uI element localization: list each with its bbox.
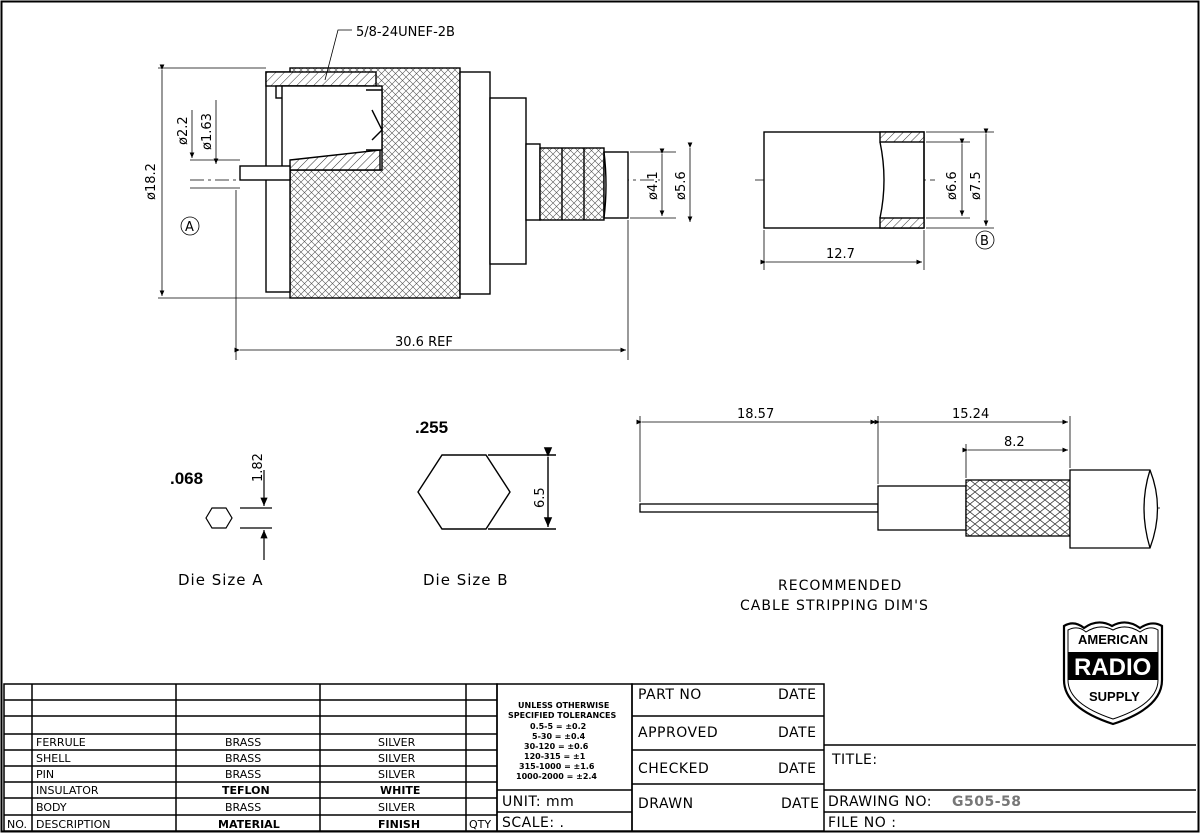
ferrule-dimensions: [760, 128, 995, 270]
strip-dim-3: 8.2: [1004, 435, 1025, 450]
drawing-info-block: TITLE: DRAWING NO: G505-58 FILE NO :: [828, 752, 1022, 831]
dim-d5-6: ø5.6: [674, 171, 689, 200]
die-a-dim: 1.82: [251, 453, 266, 482]
dim-d18-2: ø18.2: [144, 163, 159, 200]
tolerance-line: 1000-2000 = ±2.4: [516, 772, 597, 781]
bom-row-finish: SILVER: [378, 752, 416, 765]
strip-dim-2: 15.24: [952, 407, 989, 422]
logo-line-1: AMERICAN: [1078, 632, 1148, 647]
approved-label: APPROVED: [638, 725, 718, 741]
bom-table: FERRULE BRASS SILVER SHELL BRASS SILVER …: [7, 736, 491, 831]
bom-row-material: TEFLON: [222, 784, 270, 797]
bom-row-material: BRASS: [225, 752, 261, 765]
bom-row-desc: PIN: [36, 768, 54, 781]
bom-row-finish: SILVER: [378, 801, 416, 814]
die-b-value: .255: [415, 418, 448, 437]
die-a-hexagon: [205, 470, 272, 560]
checked-label: CHECKED: [638, 761, 709, 777]
bom-row-finish: WHITE: [380, 784, 420, 797]
bom-row-desc: SHELL: [36, 752, 71, 765]
unit-label: UNIT: mm: [502, 794, 574, 810]
dim-ferrule-length: 12.7: [826, 247, 855, 262]
stripping-caption-2: CABLE STRIPPING DIM'S: [740, 598, 929, 614]
ref-b-label: B: [980, 234, 989, 249]
bom-header-finish: FINISH: [378, 818, 420, 831]
tolerance-line: 30-120 = ±0.6: [524, 742, 589, 751]
date-label: DATE: [781, 796, 819, 812]
bom-row-material: BRASS: [225, 736, 261, 749]
stripping-dimensions: [636, 416, 1071, 502]
die-a-value: .068: [170, 469, 203, 488]
bom-row-material: BRASS: [225, 801, 261, 814]
ref-a-label: A: [185, 220, 194, 235]
bom-row-finish: SILVER: [378, 736, 416, 749]
dim-d4-1: ø4.1: [646, 171, 661, 200]
bom-row-material: BRASS: [225, 768, 261, 781]
drawing-no-label: DRAWING NO:: [828, 794, 932, 810]
dim-d2-2: ø2.2: [176, 116, 191, 145]
dim-d7-5: ø7.5: [969, 171, 984, 200]
thread-callout: 5/8-24UNEF-2B: [356, 25, 455, 40]
bom-row-desc: INSULATOR: [36, 784, 99, 797]
title-label: TITLE:: [831, 752, 878, 768]
bom-row-finish: SILVER: [378, 768, 416, 781]
tolerance-title-2: SPECIFIED TOLERANCES: [508, 711, 616, 720]
date-label: DATE: [778, 687, 816, 703]
tolerance-line: 315-1000 = ±1.6: [519, 762, 595, 771]
connector-dimensions: [158, 29, 693, 360]
die-b-dim: 6.5: [533, 487, 548, 508]
bom-row-desc: BODY: [36, 801, 67, 814]
drawing-no-value: G505-58: [952, 794, 1022, 810]
cable-stripping-view: [639, 469, 1160, 549]
tolerance-title-1: UNLESS OTHERWISE: [518, 701, 609, 710]
die-b-hexagon: [417, 447, 556, 530]
logo-line-2: RADIO: [1074, 654, 1151, 681]
part-no-label: PART NO: [638, 687, 702, 703]
die-b-caption: Die Size B: [423, 571, 509, 589]
dim-d6-6: ø6.6: [945, 171, 960, 200]
ferrule-view: [755, 131, 935, 229]
drawn-label: DRAWN: [638, 796, 694, 812]
date-label: DATE: [778, 725, 816, 741]
bom-header-qty: QTY: [469, 818, 491, 831]
bom-row-desc: FERRULE: [36, 736, 86, 749]
file-no-label: FILE NO :: [828, 815, 896, 831]
logo-line-3: SUPPLY: [1089, 689, 1140, 704]
date-label: DATE: [778, 761, 816, 777]
bom-header-no: NO.: [7, 818, 27, 831]
strip-dim-1: 18.57: [737, 407, 774, 422]
title-block-grid: [3, 683, 1196, 832]
bom-header-description: DESCRIPTION: [36, 818, 110, 831]
dim-d1-63: ø1.63: [200, 113, 215, 150]
tolerance-block: UNLESS OTHERWISE SPECIFIED TOLERANCES 0.…: [502, 701, 616, 831]
connector-side-view: [190, 67, 660, 299]
tolerance-line: 0.5-5 = ±0.2: [530, 722, 586, 731]
approvals-block: PART NO DATE APPROVED DATE CHECKED DATE …: [638, 687, 819, 812]
dim-overall: 30.6 REF: [395, 335, 453, 350]
scale-label: SCALE: .: [502, 815, 565, 831]
bom-header-material: MATERIAL: [218, 818, 280, 831]
tolerance-line: 120-315 = ±1: [524, 752, 586, 761]
stripping-caption-1: RECOMMENDED: [778, 578, 902, 594]
american-radio-supply-logo: AMERICAN RADIO SUPPLY: [1062, 621, 1164, 726]
die-a-caption: Die Size A: [178, 571, 264, 589]
tolerance-line: 5-30 = ±0.4: [532, 732, 586, 741]
